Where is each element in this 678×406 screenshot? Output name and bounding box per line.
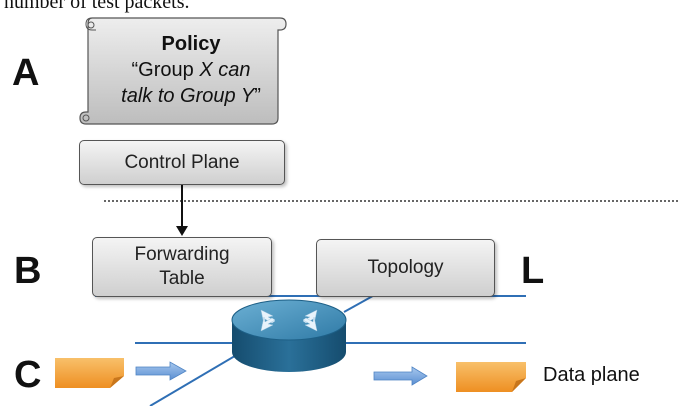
control-to-forwarding-arrow (176, 185, 188, 236)
control-plane-box: Control Plane (79, 140, 285, 185)
packet-right-icon (456, 362, 526, 392)
topology-label: Topology (367, 257, 444, 279)
data-plane-label: Data plane (543, 364, 640, 386)
policy-line-1: “Group X can (131, 59, 251, 81)
forwarding-table-box: Forwarding Table (92, 237, 272, 297)
router-icon (231, 299, 347, 372)
policy-scroll (79, 17, 287, 125)
forwarding-table-label-line1: Forwarding (134, 244, 230, 266)
policy-title: Policy (161, 33, 221, 55)
label-a: A (12, 52, 40, 94)
forwarding-table-label-line2: Table (159, 268, 205, 289)
packet-left-icon (55, 358, 124, 388)
policy-text: Policy “Group X can talk to Group Y” (96, 22, 286, 118)
control-plane-label: Control Plane (124, 151, 240, 173)
topology-box: Topology (316, 239, 495, 297)
arrow-left-icon (135, 361, 187, 381)
label-b: B (14, 250, 42, 292)
label-l: L (521, 250, 545, 292)
arrow-right-icon (373, 366, 428, 386)
policy-line-2: talk to Group Y” (121, 85, 261, 107)
label-c: C (14, 354, 42, 396)
caption-fragment: number of test packets. (4, 0, 190, 13)
